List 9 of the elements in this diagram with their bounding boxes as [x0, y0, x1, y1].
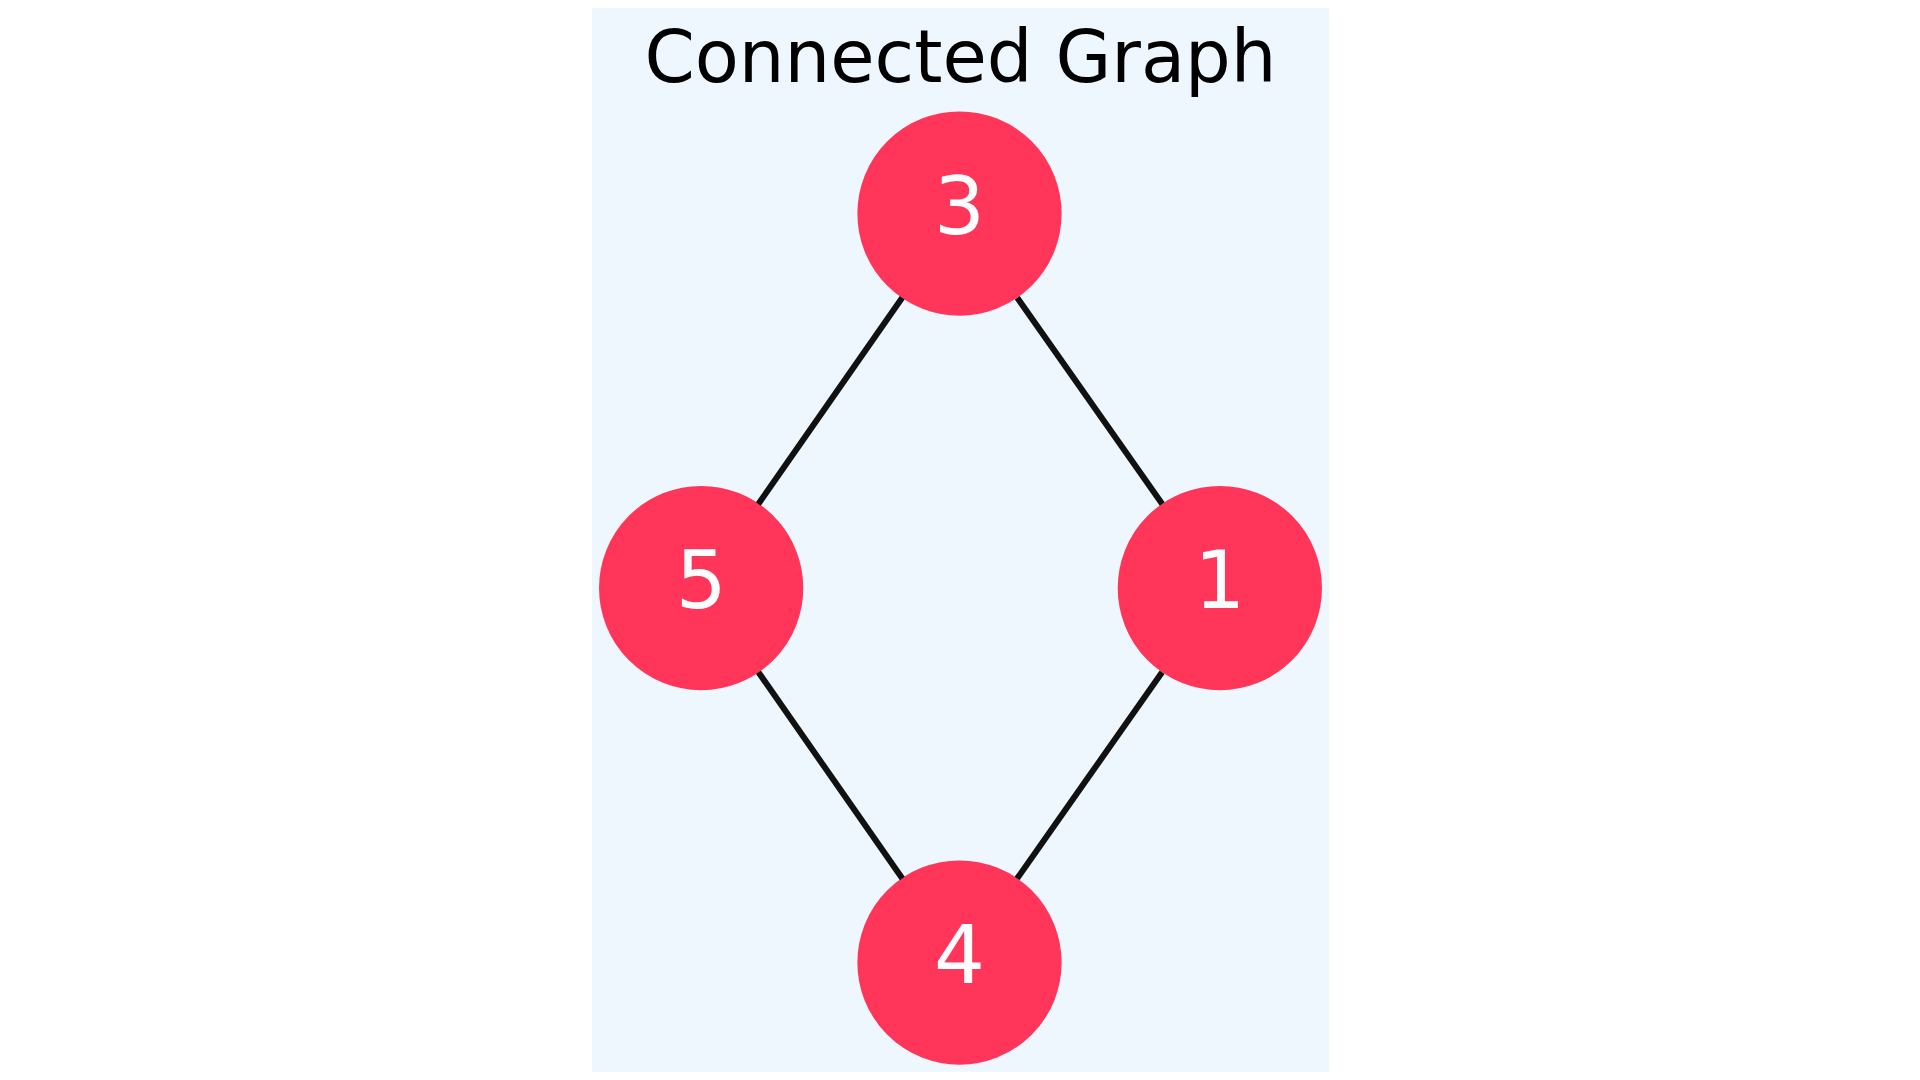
node-circle: 5 [598, 485, 803, 691]
connector [1014, 296, 1165, 506]
node-circle: 4 [856, 860, 1062, 1065]
connector [755, 296, 905, 506]
connector [1014, 670, 1165, 881]
node-circle: 1 [1117, 485, 1322, 691]
node-circle: 3 [856, 111, 1062, 316]
connector [755, 670, 905, 881]
diagram-title: Connected Graph [643, 14, 1277, 99]
